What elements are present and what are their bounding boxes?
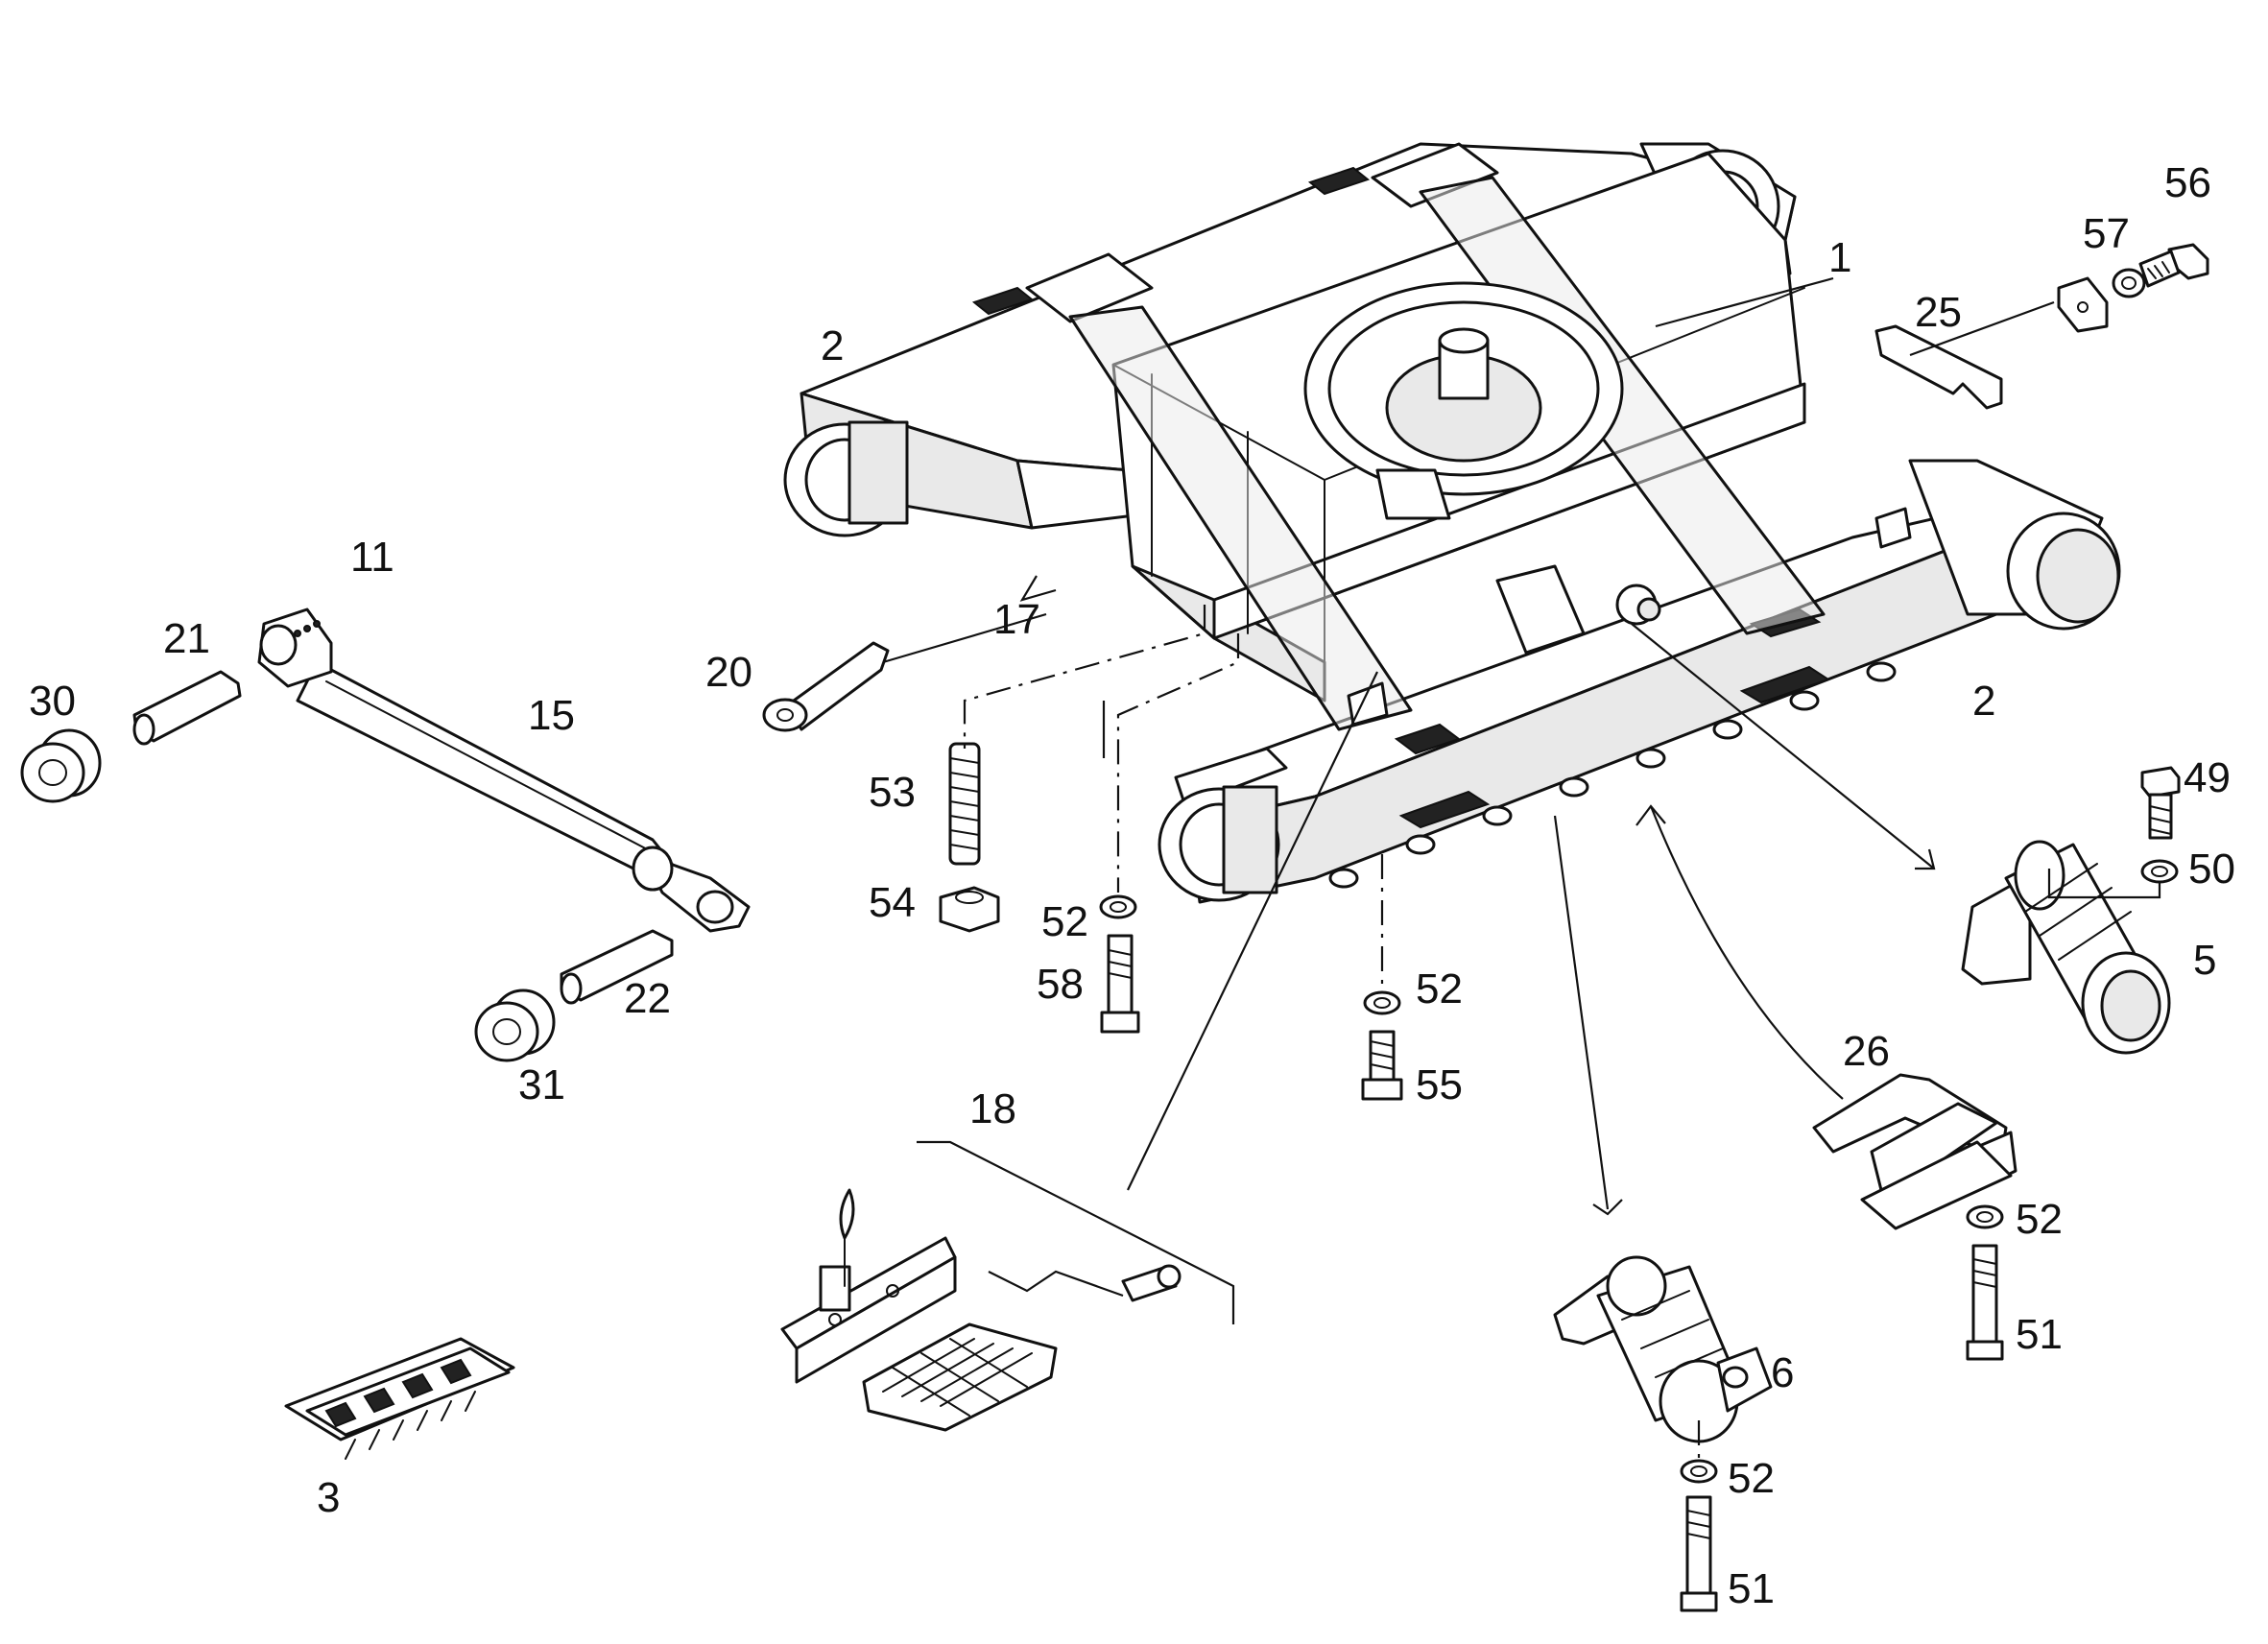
- part-52-washer-center: [1363, 990, 1401, 1015]
- callout-52-left: 52: [1041, 898, 1088, 945]
- callout-31: 31: [518, 1061, 565, 1108]
- part-54-nut: [939, 886, 1000, 933]
- callout-57: 57: [2083, 210, 2130, 257]
- callout-22: 22: [624, 975, 671, 1022]
- part-25-guide: [1874, 324, 2003, 410]
- part-55-bolt: [1361, 1030, 1403, 1101]
- callout-5: 5: [2193, 937, 2216, 984]
- part-57-washer: [2112, 268, 2146, 298]
- part-30-bushing: [20, 728, 102, 803]
- callout-3: 3: [317, 1474, 340, 1521]
- callout-52-bottom: 52: [1728, 1455, 1775, 1502]
- callout-2-rear: 2: [821, 322, 844, 369]
- callout-30: 30: [29, 678, 76, 725]
- part-26-roller-guard: [1812, 1073, 2017, 1230]
- callout-18: 18: [969, 1085, 1016, 1132]
- leader-1: [1655, 276, 1834, 328]
- arrow-5: [1915, 848, 1936, 870]
- leader-17: [1019, 575, 1057, 602]
- part-53-stud: [948, 742, 981, 866]
- leader-26: [1649, 805, 1844, 1100]
- part-52-washer-right: [1966, 1204, 2004, 1229]
- callout-56: 56: [2164, 159, 2211, 206]
- callout-53: 53: [869, 769, 916, 816]
- part-3-track-chain: [284, 1337, 515, 1460]
- part-49-bolt: [2140, 766, 2181, 840]
- callout-20: 20: [705, 649, 752, 696]
- leader-18: [917, 1140, 1235, 1324]
- callout-15: 15: [528, 692, 575, 739]
- leader-5: [1631, 623, 1935, 870]
- callout-17: 17: [993, 596, 1040, 643]
- part-5-carrier-roller: [1961, 840, 2171, 1055]
- leader-18-bolt: [988, 1270, 1124, 1298]
- leader-18-step: [1127, 671, 1378, 1191]
- callout-51-right: 51: [2016, 1311, 2063, 1358]
- part-21-pin: [132, 670, 242, 746]
- part-22-pin: [560, 929, 674, 1005]
- callout-52-right: 52: [2016, 1196, 2063, 1243]
- arrow-26: [1635, 804, 1666, 826]
- part-20-pin: [762, 641, 890, 732]
- callout-25: 25: [1915, 289, 1962, 336]
- callout-54: 54: [869, 879, 916, 926]
- callout-51-bottom: 51: [1728, 1565, 1775, 1612]
- part-6-track-roller: [1553, 1255, 1773, 1443]
- leader-20: [882, 612, 1047, 664]
- arrow-6: [1592, 1199, 1623, 1216]
- part-52-washer-left: [1099, 894, 1137, 919]
- leader-25: [1909, 300, 2055, 357]
- callout-2-front: 2: [1972, 678, 1995, 725]
- callout-labels: 1 2 2 3 5 6 11 15 17 18 20 21 22 25 26 3…: [29, 159, 2235, 1612]
- part-57-plate: [2057, 276, 2109, 333]
- callout-50: 50: [2188, 846, 2235, 893]
- leader-53: [963, 605, 1206, 749]
- callout-6: 6: [1771, 1349, 1794, 1396]
- part-51-bolt-bottom: [1680, 1495, 1718, 1612]
- part-52-washer-bottom: [1680, 1459, 1718, 1484]
- callout-1: 1: [1828, 234, 1851, 281]
- callout-11: 11: [350, 534, 394, 581]
- callout-26: 26: [1843, 1028, 1890, 1075]
- leader-50: [2047, 869, 2161, 899]
- part-15-cylinder: [257, 608, 751, 933]
- callout-52-center: 52: [1416, 965, 1463, 1013]
- part-31-bushing: [474, 989, 556, 1062]
- leader-58: [1116, 633, 1240, 893]
- callout-58: 58: [1037, 961, 1084, 1008]
- carbody: [1068, 152, 1912, 731]
- part-56-bolt: [2138, 243, 2209, 288]
- leader-lines: [882, 276, 2161, 1459]
- callout-49: 49: [2184, 754, 2231, 801]
- leader-6: [1553, 815, 1610, 1210]
- part-18-step-assembly: [780, 1188, 1182, 1432]
- callout-21: 21: [163, 615, 210, 662]
- callout-55: 55: [1416, 1061, 1463, 1108]
- undercarriage-frame: [783, 142, 2121, 904]
- part-50-washer: [2140, 859, 2179, 884]
- part-58-bolt: [1100, 934, 1140, 1034]
- part-51-bolt-right: [1966, 1244, 2004, 1361]
- part-11-lubricator: [294, 620, 321, 637]
